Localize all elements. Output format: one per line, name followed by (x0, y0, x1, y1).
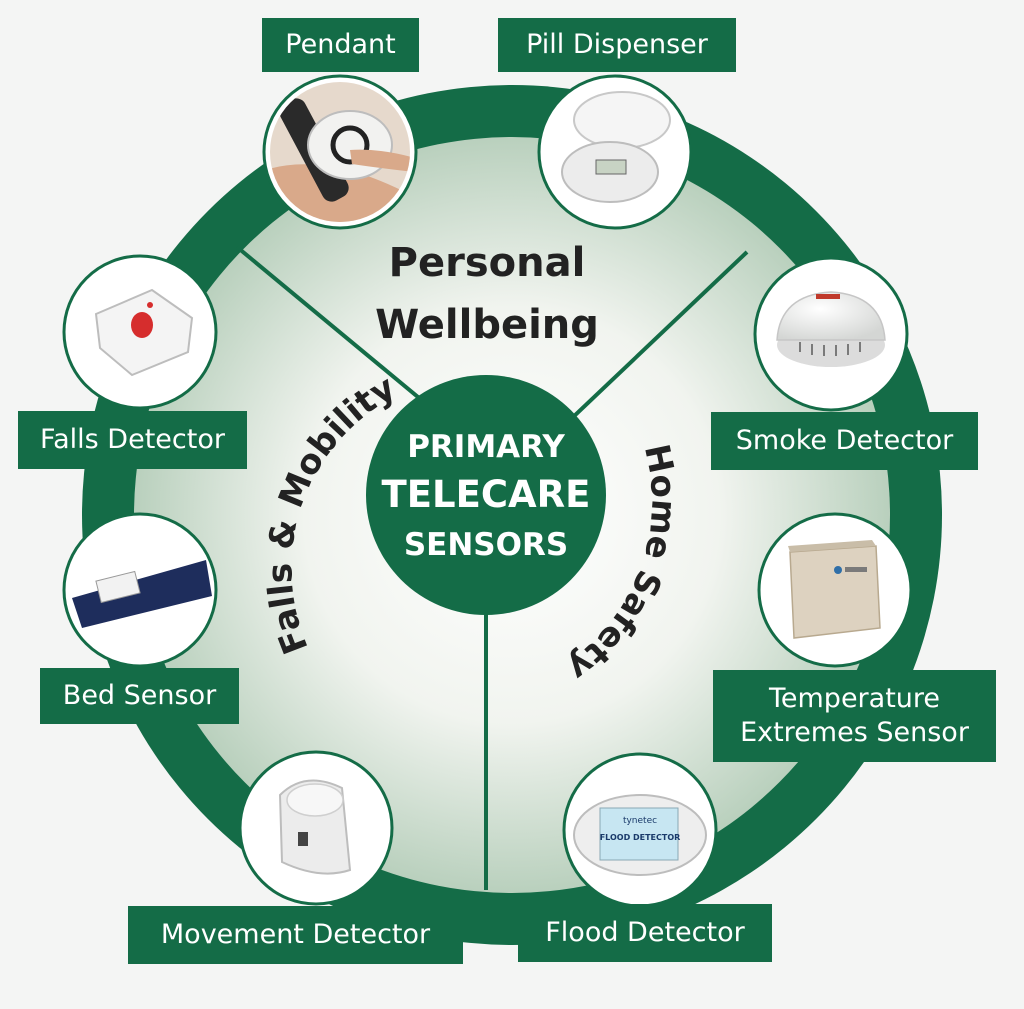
label-pill-dispenser: Pill Dispenser (498, 18, 736, 72)
label-bed-sensor: Bed Sensor (40, 668, 239, 724)
center-line-2: TELECARE (382, 473, 591, 516)
center-circle (366, 375, 606, 615)
bed-sensor-photo (62, 512, 218, 668)
label-smoke-detector: Smoke Detector (711, 412, 978, 470)
label-temperature-line-1: Temperature (768, 683, 941, 715)
label-temperature-line-2: Extremes Sensor (740, 717, 969, 748)
segment-personal-line-1: Personal (389, 240, 586, 286)
center-line-3: SENSORS (404, 527, 568, 563)
flood-device-title: FLOOD DETECTOR (600, 833, 681, 842)
label-temperature-sensor: Temperature Extremes Sensor (713, 670, 996, 762)
falls-detector-photo (62, 254, 218, 410)
flood-device-brand: tynetec (623, 816, 657, 826)
segment-personal-line-2: Wellbeing (375, 302, 599, 348)
pill-dispenser-photo (537, 74, 693, 230)
label-movement-detector: Movement Detector (128, 906, 463, 964)
label-flood-detector: Flood Detector (518, 904, 772, 962)
center-line-1: PRIMARY (407, 429, 565, 465)
pendant-photo (262, 74, 418, 230)
label-pendant: Pendant (262, 18, 419, 72)
movement-detector-photo (238, 750, 394, 906)
smoke-detector-photo (753, 256, 909, 412)
temperature-sensor-photo (757, 512, 913, 668)
flood-detector-photo: tynetec FLOOD DETECTOR (562, 752, 718, 908)
label-falls-detector: Falls Detector (18, 411, 247, 469)
